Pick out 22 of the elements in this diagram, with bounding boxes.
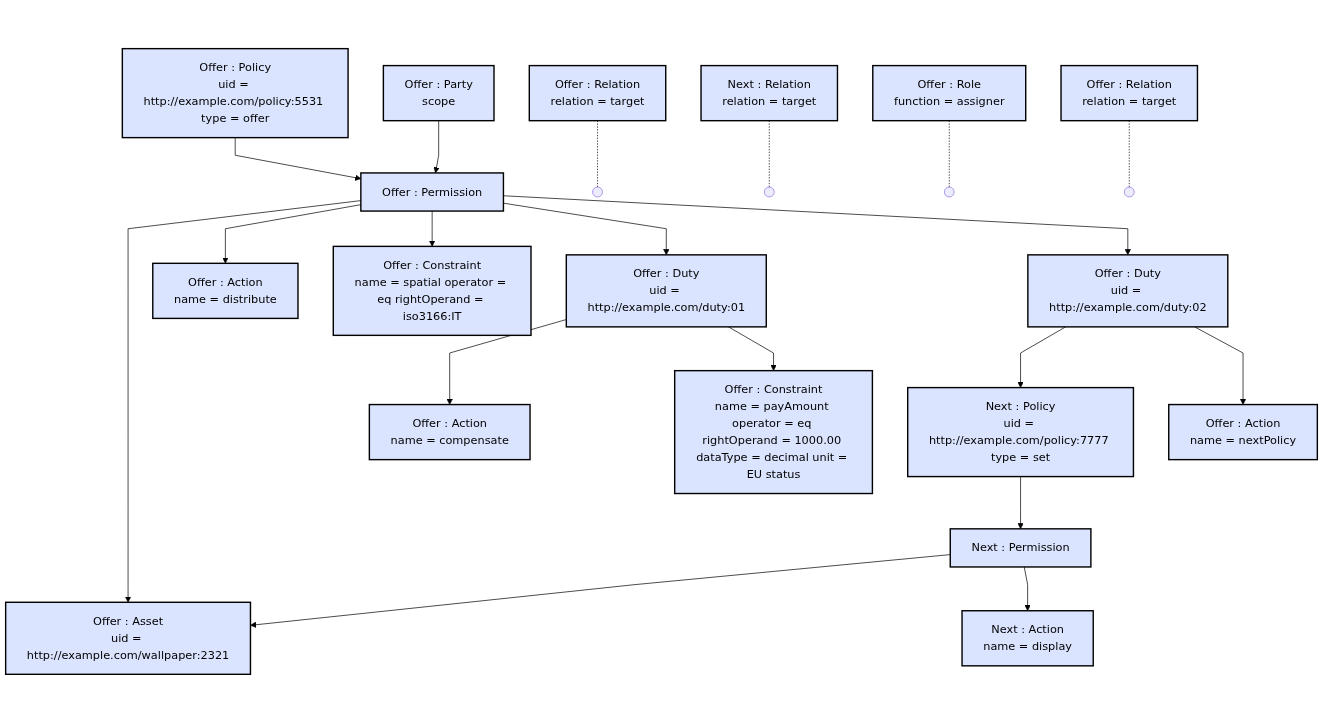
node-box: Offer : Action name = distribute (152, 262, 299, 320)
node-box: Offer : Relation relation = target (1060, 64, 1199, 122)
connector (948, 120, 950, 188)
node-box: Offer : Constraint name = payAmount operator = eq rightOperand = 1000.00 dataType = decimal unit = EU status (673, 369, 874, 495)
node-box: Next : Policy uid = http://example.com/policy:7777 type = set (907, 386, 1135, 478)
node-box: Next : Action name = display (961, 610, 1094, 667)
node-box: Offer : Relation relation = target (528, 64, 667, 122)
node-box: Offer : Policy uid = http://example.com/policy:5531 type = offer (121, 47, 349, 139)
connector (597, 120, 598, 188)
node-box: Offer : Duty uid = http://example.com/duty:01 (565, 254, 767, 328)
node-box: Offer : Party scope (382, 64, 495, 122)
node-box: Offer : Constraint name = spatial operator = eq rightOperand = iso3166:IT (332, 245, 532, 337)
node-box: Next : Relation relation = target (700, 64, 839, 122)
node-box: Offer : Permission (360, 172, 505, 212)
node-box: Offer : Action name = compensate (368, 403, 531, 461)
node-box: Offer : Action name = nextPolicy (1168, 403, 1319, 461)
node-box: Next : Permission (949, 528, 1092, 568)
node-box: Offer : Role function = assigner (872, 64, 1027, 122)
node-box: Offer : Asset uid = http://example.com/wallpaper:2321 (4, 601, 252, 676)
connector (768, 120, 770, 188)
node-box: Offer : Duty uid = http://example.com/duty:02 (1027, 254, 1229, 328)
connector (1128, 120, 1130, 188)
